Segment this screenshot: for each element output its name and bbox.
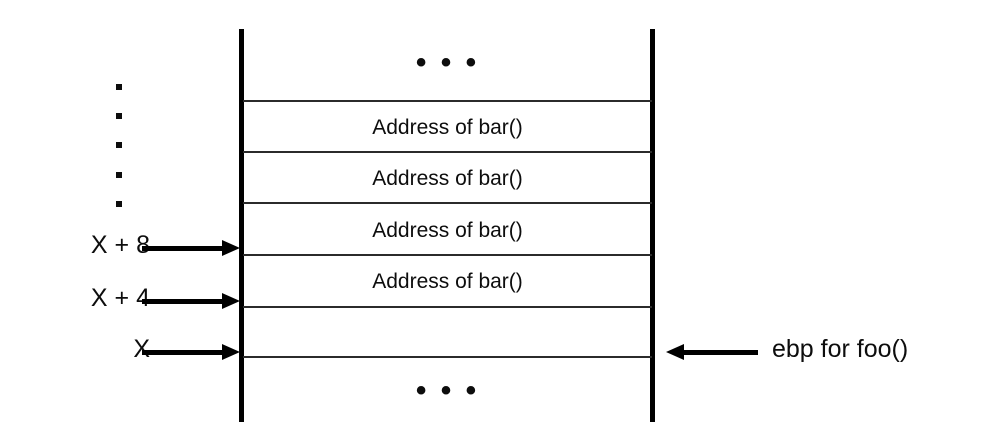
pointer-arrow-x — [142, 342, 240, 362]
vertical-dot-3 — [116, 142, 122, 148]
stack-left-border — [239, 29, 244, 422]
arrow-shaft — [682, 350, 758, 355]
cell-divider-4 — [243, 254, 652, 256]
stack-bottom-ellipsis: • • • — [415, 374, 480, 407]
stack-cell-address-of-bar-1: Address of bar() — [372, 116, 523, 139]
stack-cell-address-of-bar-4: Address of bar() — [372, 270, 523, 293]
stack-cell-address-of-bar-2: Address of bar() — [372, 167, 523, 190]
arrow-head-right-icon — [222, 293, 240, 309]
cell-divider-5 — [243, 306, 652, 308]
stack-top-ellipsis: • • • — [415, 46, 480, 79]
pointer-arrow-x-plus-8 — [142, 238, 240, 258]
annotation-ebp-for-foo: ebp for foo() — [772, 335, 909, 363]
arrow-shaft — [142, 299, 224, 304]
vertical-dot-2 — [116, 113, 122, 119]
stack-right-border — [650, 29, 655, 422]
offset-label-x-plus-4: X + 4 — [90, 284, 150, 312]
arrow-head-right-icon — [222, 240, 240, 256]
cell-divider-3 — [243, 202, 652, 204]
stack-cell-address-of-bar-3: Address of bar() — [372, 219, 523, 242]
arrow-shaft — [142, 246, 224, 251]
offset-label-x-plus-8: X + 8 — [90, 231, 150, 259]
arrow-shaft — [142, 350, 224, 355]
vertical-dot-5 — [116, 201, 122, 207]
cell-divider-1 — [243, 100, 652, 102]
arrow-head-right-icon — [222, 344, 240, 360]
vertical-ellipsis-dots — [110, 80, 130, 215]
pointer-arrow-x-plus-4 — [142, 291, 240, 311]
offset-label-x: X — [133, 335, 150, 363]
arrow-head-left-icon — [666, 344, 684, 360]
vertical-dot-4 — [116, 172, 122, 178]
vertical-dot-1 — [116, 84, 122, 90]
cell-divider-6 — [243, 356, 652, 358]
cell-divider-2 — [243, 151, 652, 153]
pointer-arrow-ebp-for-foo — [666, 342, 758, 362]
